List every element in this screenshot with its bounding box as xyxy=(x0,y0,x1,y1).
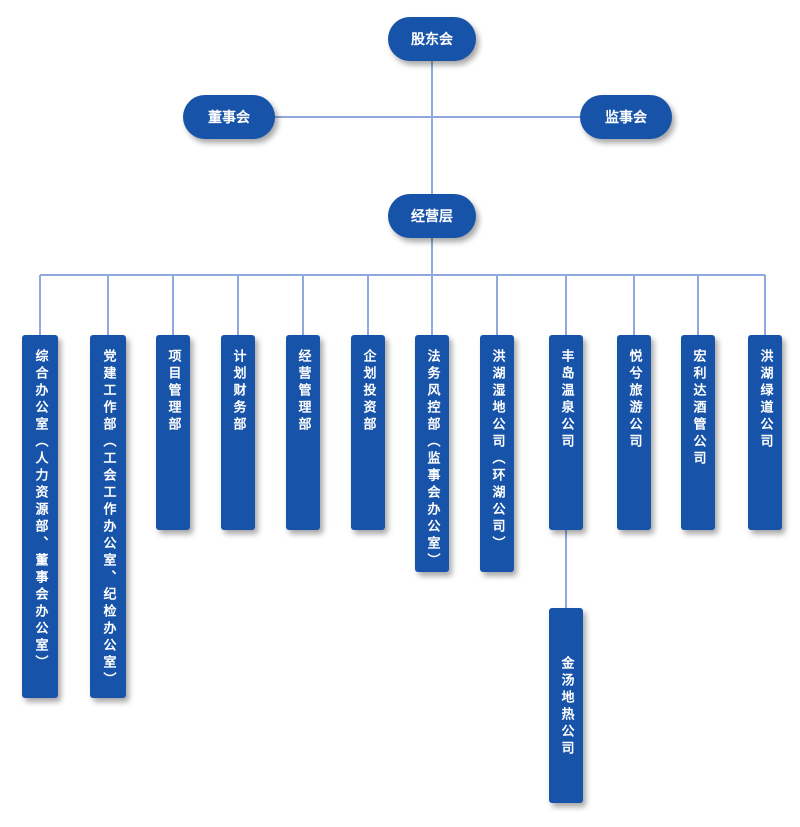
department-node: 项目管理部 xyxy=(156,335,190,530)
sub-unit-label: 金汤地热公司 xyxy=(558,656,574,758)
department-label: 计划财务部 xyxy=(230,349,246,434)
department-node: 丰岛温泉公司 xyxy=(549,335,583,530)
department-label: 法务风控部（监事会办公室） xyxy=(424,349,440,570)
department-label: 企划投资部 xyxy=(360,349,376,434)
department-node: 综合办公室（人力资源部、董事会办公室） xyxy=(22,335,58,698)
department-node: 洪湖湿地公司（环湖公司） xyxy=(480,335,514,572)
management-label: 经营层 xyxy=(411,209,453,225)
supervisors-label: 监事会 xyxy=(605,110,647,126)
board-node: 董事会 xyxy=(183,95,275,139)
department-node: 党建工作部（工会工作办公室、纪检办公室） xyxy=(90,335,126,698)
department-node: 法务风控部（监事会办公室） xyxy=(415,335,449,572)
department-node: 洪湖绿道公司 xyxy=(748,335,782,530)
supervisors-node: 监事会 xyxy=(580,95,672,139)
management-node: 经营层 xyxy=(388,194,476,238)
sub-unit-node: 金汤地热公司 xyxy=(549,608,583,803)
department-node: 宏利达酒管公司 xyxy=(681,335,715,530)
department-label: 党建工作部（工会工作办公室、纪检办公室） xyxy=(100,349,116,689)
department-label: 洪湖湿地公司（环湖公司） xyxy=(489,349,505,553)
department-node: 悦兮旅游公司 xyxy=(617,335,651,530)
department-label: 悦兮旅游公司 xyxy=(626,349,642,451)
department-node: 计划财务部 xyxy=(221,335,255,530)
shareholders-node: 股东会 xyxy=(388,17,476,61)
department-label: 丰岛温泉公司 xyxy=(558,349,574,451)
department-label: 经营管理部 xyxy=(295,349,311,434)
department-label: 洪湖绿道公司 xyxy=(757,349,773,451)
board-label: 董事会 xyxy=(208,110,250,126)
department-node: 经营管理部 xyxy=(286,335,320,530)
shareholders-label: 股东会 xyxy=(411,32,453,48)
department-label: 宏利达酒管公司 xyxy=(690,349,706,468)
department-label: 综合办公室（人力资源部、董事会办公室） xyxy=(32,349,48,672)
department-label: 项目管理部 xyxy=(165,349,181,434)
department-node: 企划投资部 xyxy=(351,335,385,530)
